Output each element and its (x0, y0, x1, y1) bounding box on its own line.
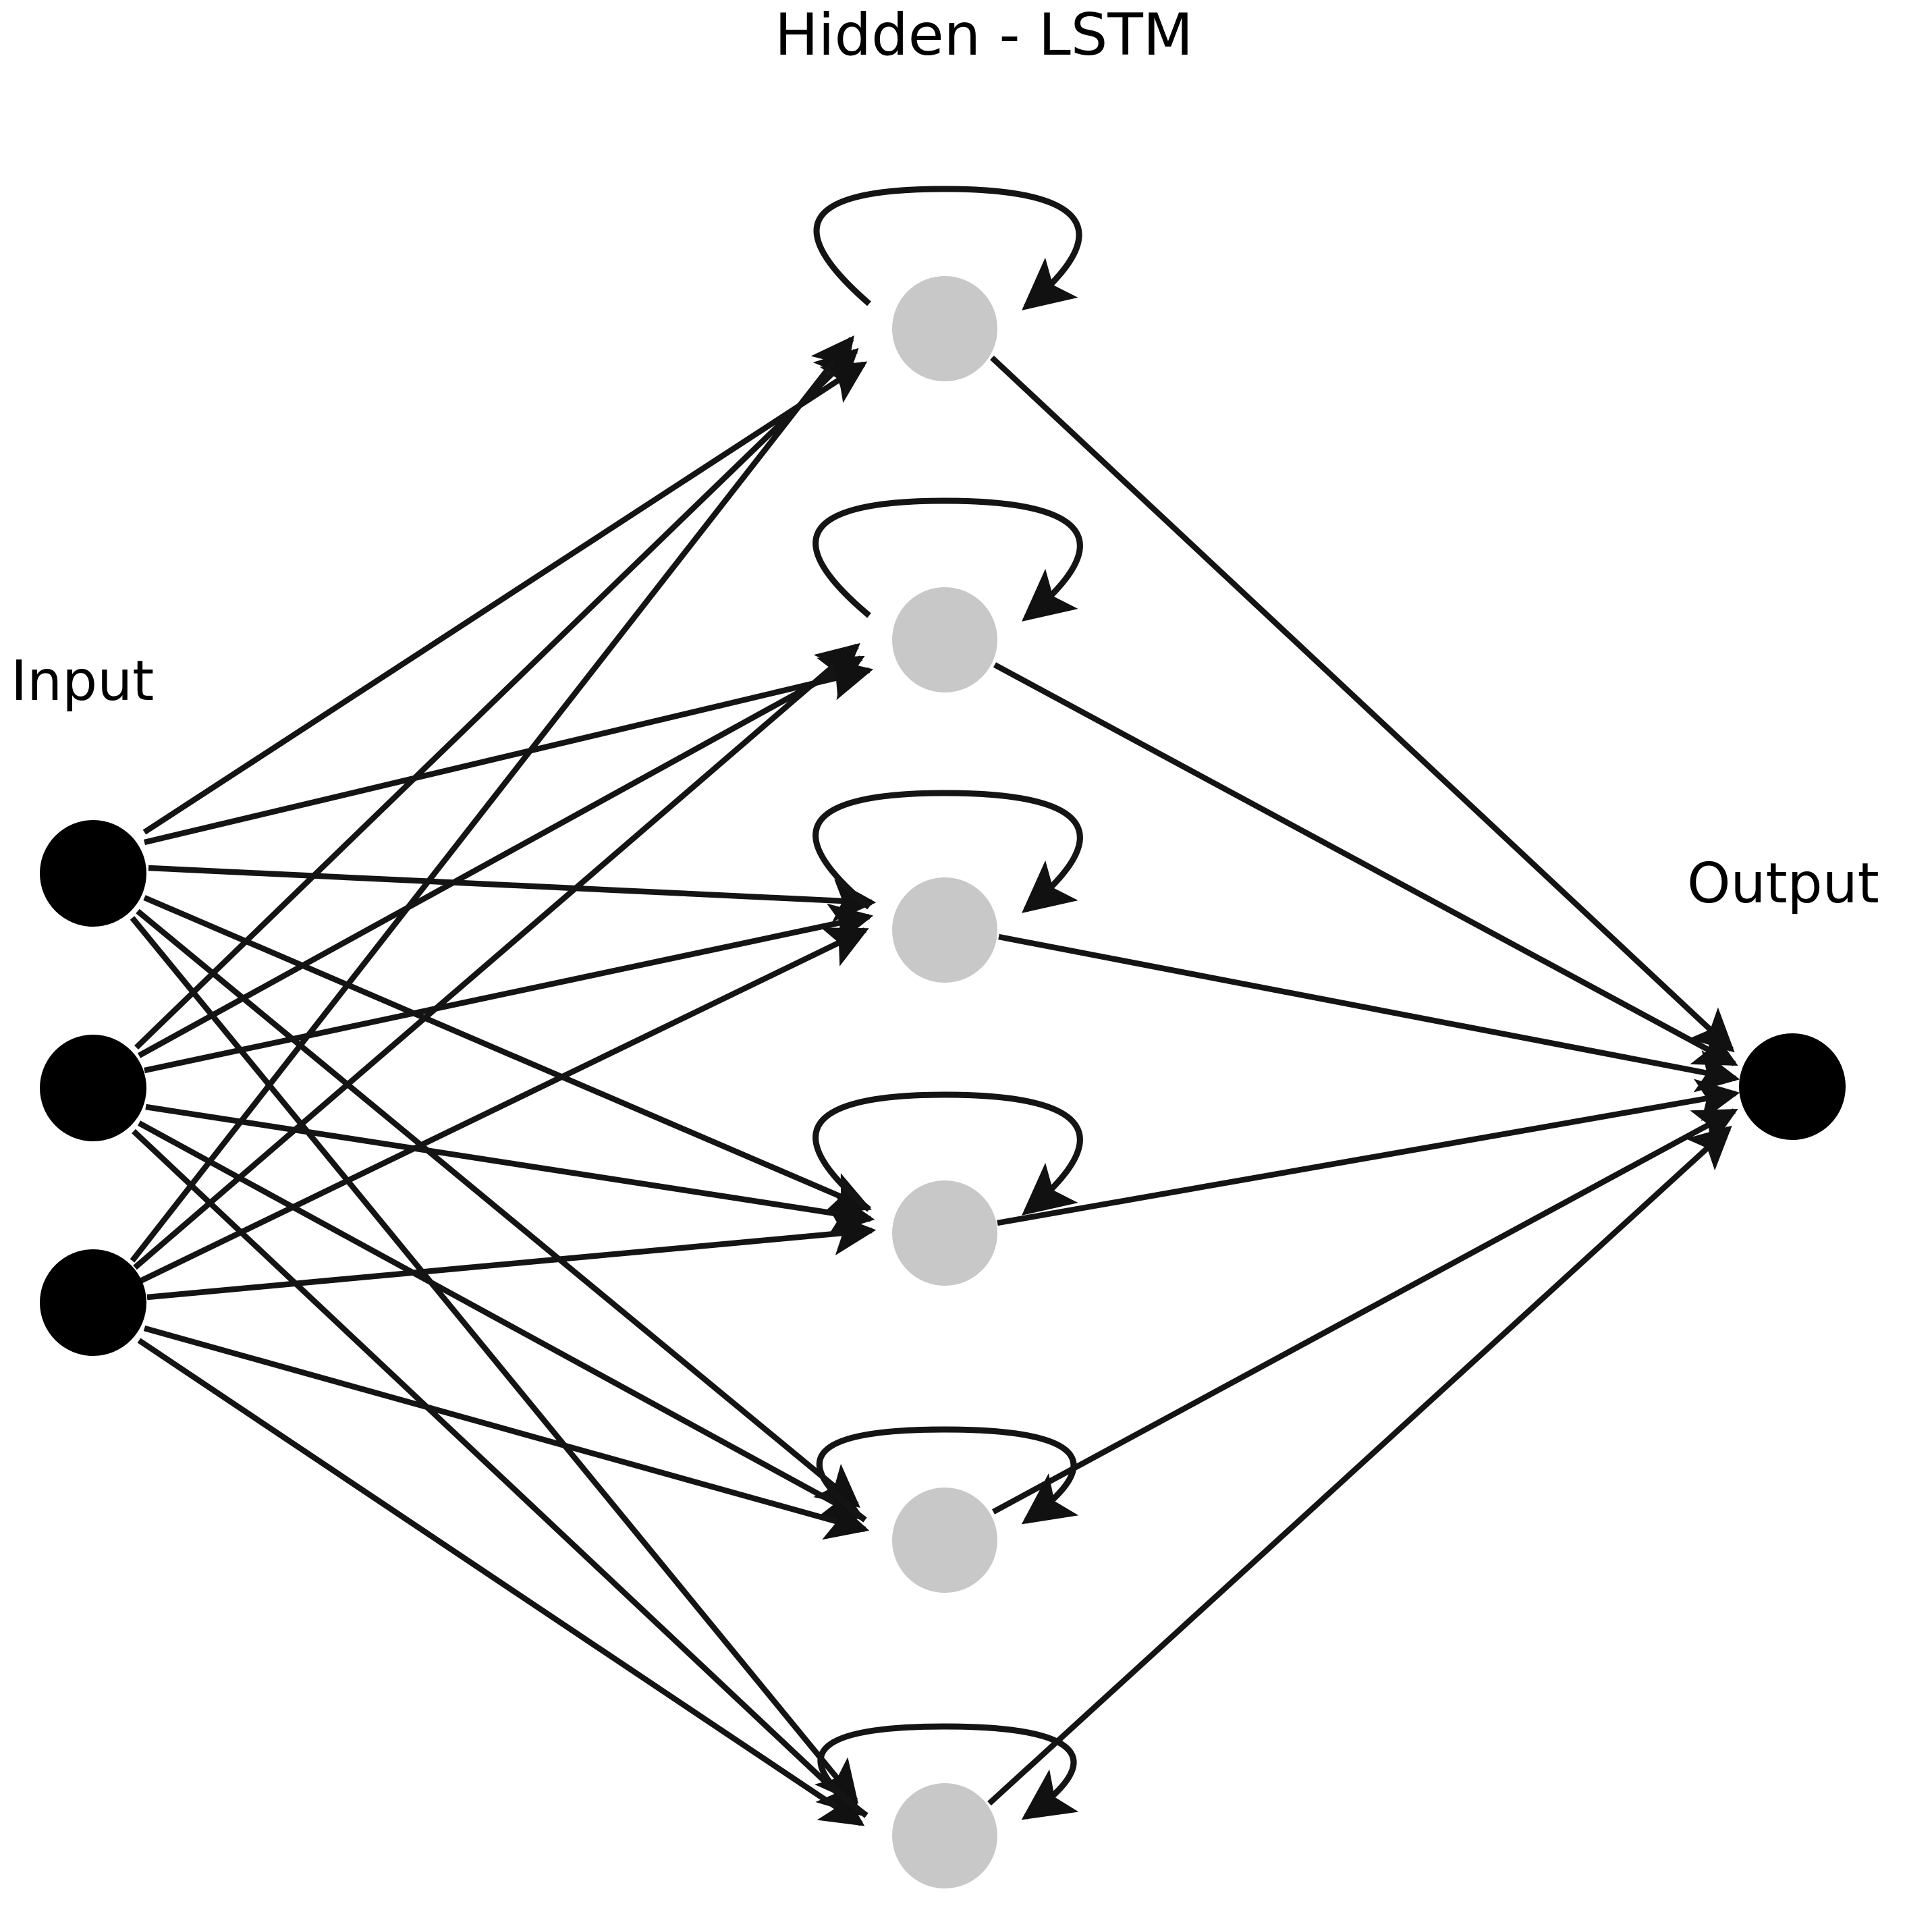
self-loop-h3 (812, 790, 1083, 913)
output-layer-nodes (1739, 1033, 1846, 1140)
edge-in2-h3 (144, 903, 874, 1074)
edge-in3-h4 (146, 1212, 877, 1301)
input-layer-label: Input (11, 649, 155, 713)
edge-in1-h2 (144, 658, 874, 846)
hidden-node-4[interactable] (892, 1180, 997, 1286)
self-loop-h1 (813, 186, 1082, 310)
edge-in2-h5 (137, 1120, 865, 1520)
input-layer-nodes (40, 820, 146, 1356)
self-loop-h6 (817, 1723, 1079, 1820)
edge-h4-out (997, 1079, 1740, 1226)
page-title: Hidden - LSTM (775, 1, 1194, 69)
edge-in3-h6 (137, 1338, 865, 1826)
hidden-to-output-edges (987, 355, 1740, 1806)
edge-in2-h6 (132, 1128, 862, 1816)
input-node-1[interactable] (40, 820, 146, 927)
self-loop-h2 (812, 497, 1083, 622)
edge-in3-h3 (139, 927, 869, 1284)
edge-in3-h1 (130, 335, 854, 1263)
input-node-2[interactable] (40, 1035, 146, 1141)
hidden-layer-nodes (892, 276, 997, 1888)
edge-in1-h6 (130, 916, 859, 1804)
edge-in2-h1 (134, 348, 859, 1050)
output-node-1[interactable] (1739, 1033, 1846, 1140)
edge-in1-h3 (148, 865, 877, 923)
hidden-node-6[interactable] (892, 1783, 997, 1888)
edge-in3-h2 (133, 643, 860, 1270)
edge-in3-h5 (143, 1325, 870, 1540)
edge-in2-h4 (145, 1104, 875, 1234)
hidden-node-5[interactable] (892, 1488, 997, 1593)
self-loop-h4 (812, 1091, 1083, 1216)
hidden-node-3[interactable] (892, 877, 997, 983)
edge-h5-out (991, 1108, 1738, 1515)
hidden-node-2[interactable] (892, 587, 997, 692)
edge-h6-out (987, 1125, 1732, 1806)
edge-in2-h2 (137, 655, 865, 1058)
edge-h1-out (990, 355, 1735, 1053)
input-node-3[interactable] (40, 1249, 146, 1356)
edge-in1-h5 (136, 908, 860, 1508)
recurrent-self-loops (812, 186, 1083, 1820)
input-to-hidden-edges (130, 335, 877, 1826)
edge-in1-h4 (143, 895, 872, 1213)
output-layer-label: Output (1687, 852, 1879, 916)
edge-h3-out (998, 933, 1740, 1093)
self-loop-h5 (816, 1426, 1079, 1525)
edge-h2-out (993, 662, 1738, 1066)
edge-in1-h1 (142, 361, 868, 835)
hidden-node-1[interactable] (892, 276, 997, 381)
